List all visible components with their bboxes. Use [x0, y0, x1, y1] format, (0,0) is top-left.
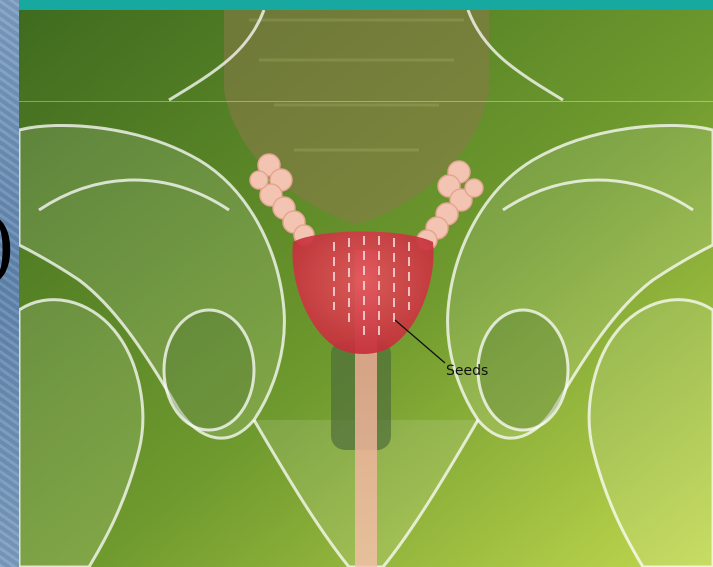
- divider-line: [19, 101, 713, 102]
- prostate-brachytherapy-illustration: [19, 10, 713, 567]
- seeds-label: Seeds: [446, 363, 488, 379]
- paren-glyph: ): [0, 208, 16, 286]
- left-decorative-strip: ): [0, 0, 19, 567]
- header-accent-bar: [19, 0, 713, 10]
